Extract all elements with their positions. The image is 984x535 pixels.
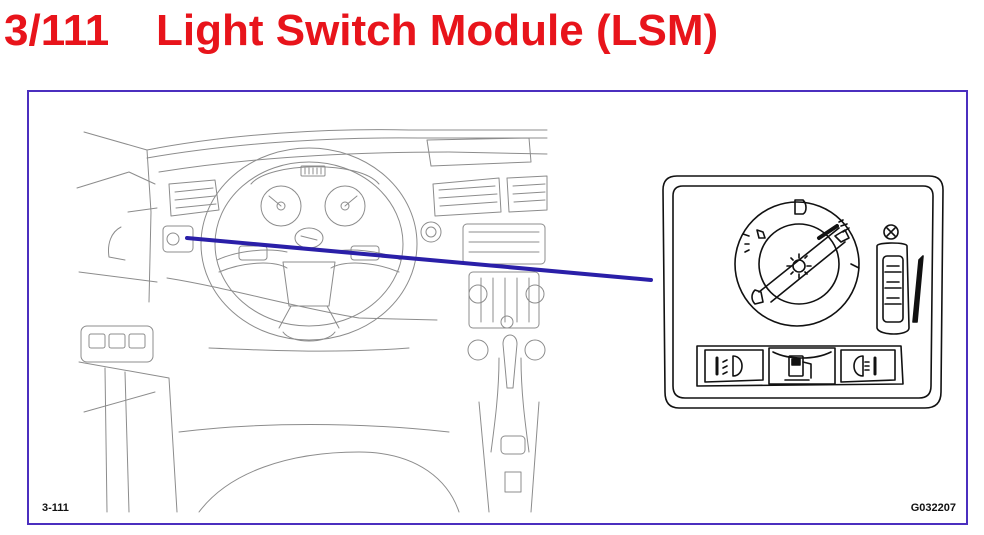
leader-line bbox=[185, 236, 653, 282]
figure-code-right: G032207 bbox=[910, 502, 956, 514]
figure-number: 3/111 bbox=[4, 6, 110, 55]
page-title: 3/111 Light Switch Module (LSM) bbox=[4, 2, 718, 60]
figure-code-left: 3-111 bbox=[42, 502, 69, 514]
steering-wheel-icon bbox=[200, 147, 418, 342]
fuel-filler-button-icon bbox=[768, 347, 836, 385]
figure-title: Light Switch Module (LSM) bbox=[156, 6, 719, 55]
dimmer-thumbwheel-icon bbox=[876, 224, 924, 335]
rear-fog-light-button-icon bbox=[840, 349, 896, 383]
figure-illustration bbox=[76, 129, 944, 513]
headlight-rotary-knob-icon bbox=[734, 199, 860, 327]
figure-frame: 3-111 G032207 bbox=[27, 90, 968, 525]
front-fog-light-button-icon bbox=[704, 349, 764, 383]
dashboard-illustration bbox=[76, 129, 548, 513]
light-switch-module-icon bbox=[662, 175, 944, 409]
instrument-cluster-icon bbox=[250, 165, 380, 227]
